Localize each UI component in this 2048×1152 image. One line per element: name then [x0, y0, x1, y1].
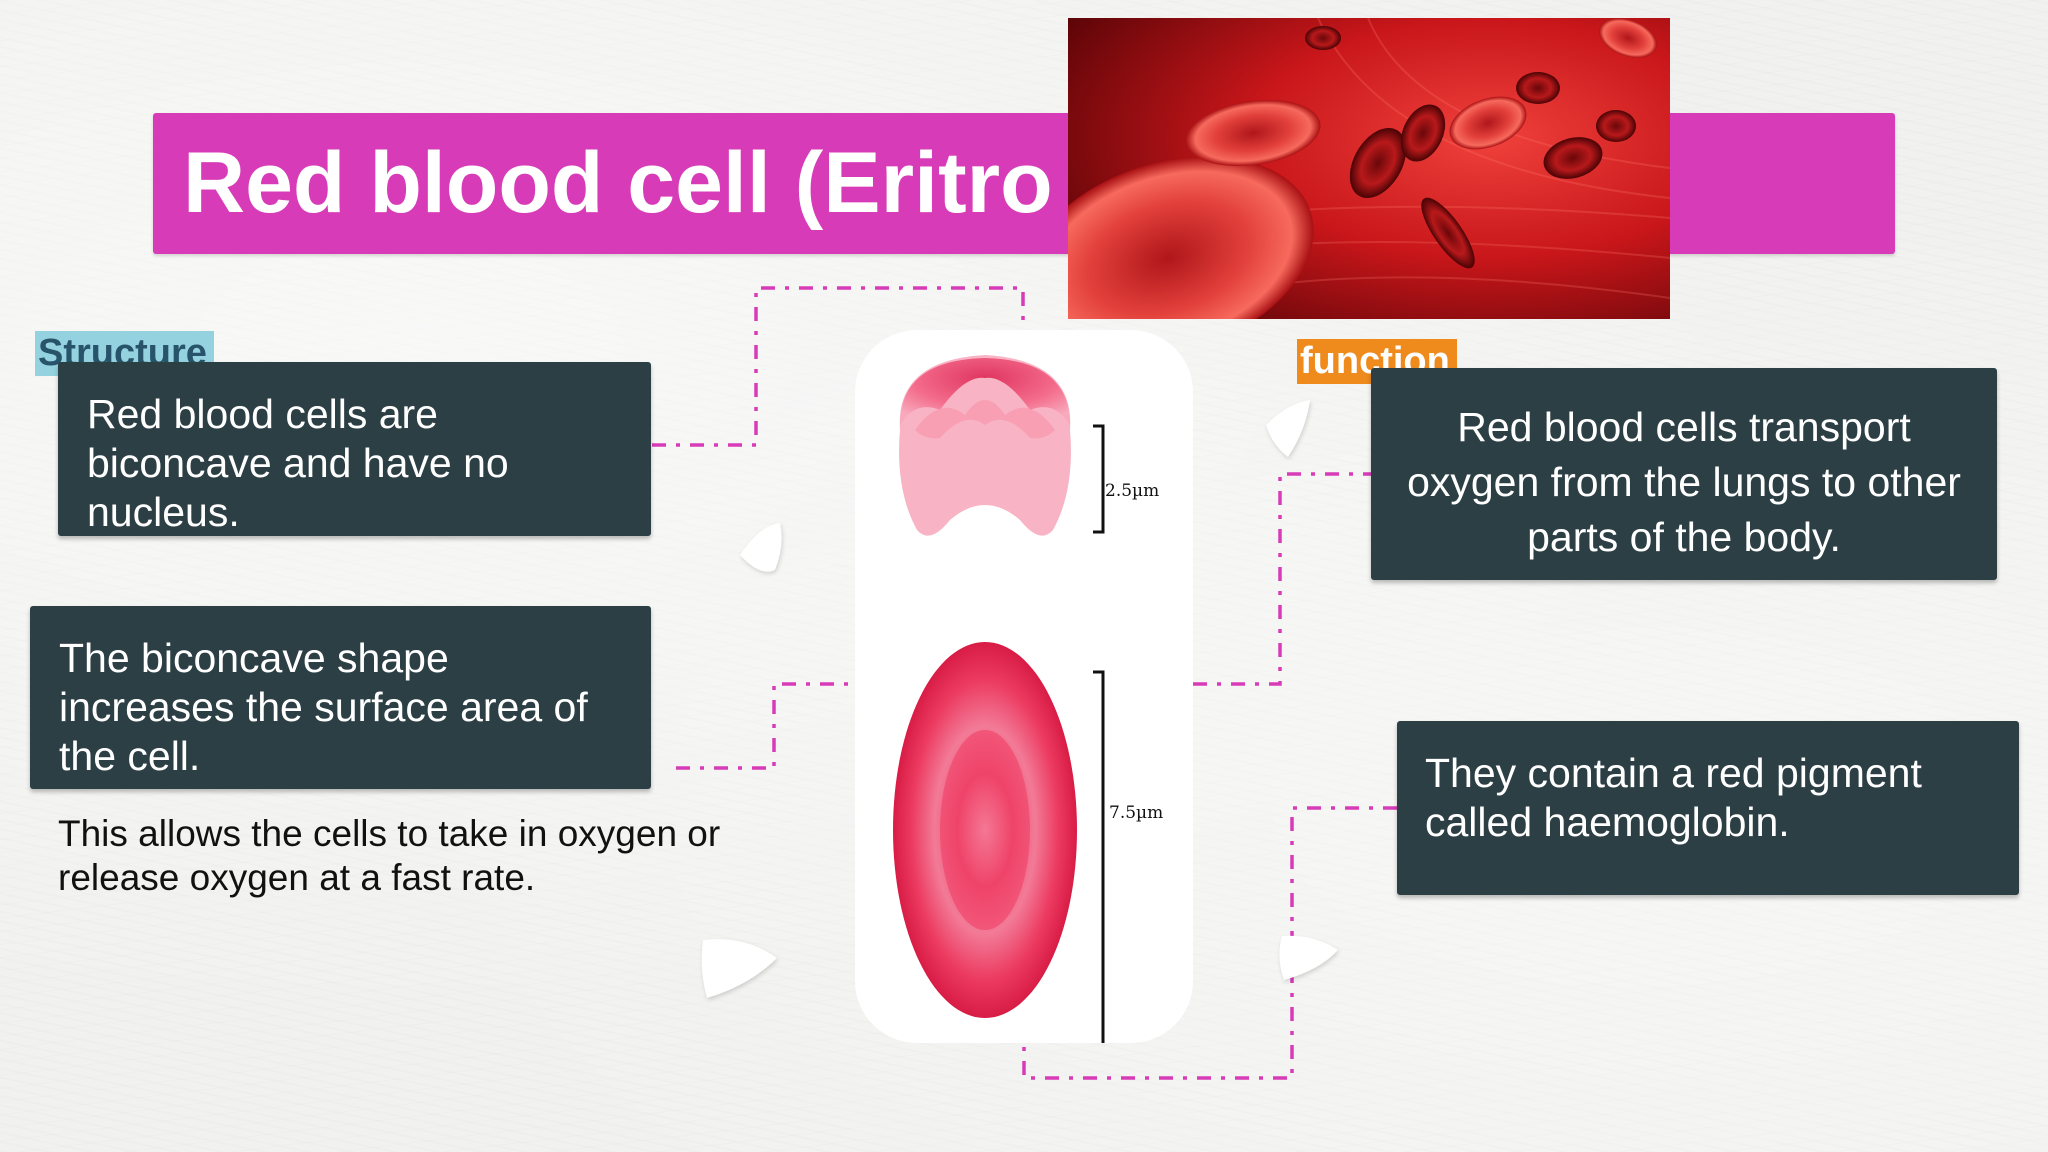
connector-function-2	[1022, 806, 1397, 1080]
rbc-diagram-panel: 2.5µm 7.5µm	[855, 330, 1193, 1043]
function-card-haemoglobin: They contain a red pigment called haemog…	[1397, 721, 2019, 895]
structure-card-biconcave: Red blood cells are biconcave and have n…	[58, 362, 651, 536]
rbc-top-view	[893, 642, 1077, 1018]
function-card-transport: Red blood cells transport oxygen from th…	[1371, 368, 1997, 580]
arrow-shape-1	[740, 523, 782, 572]
arrow-shape-2	[701, 939, 777, 998]
connector-structure-1	[652, 286, 1025, 447]
structure-note: This allows the cells to take in oxygen …	[58, 813, 721, 898]
scale-brackets	[1093, 424, 1105, 1043]
rbc-side-view	[899, 355, 1071, 536]
side-view-scale-label: 2.5µm	[1105, 481, 1159, 501]
connector-function-1	[1193, 472, 1371, 686]
rbc-diagram: 2.5µm 7.5µm	[893, 355, 1163, 1043]
top-view-scale-label: 7.5µm	[1109, 803, 1163, 823]
blood-vessel-photo	[1068, 18, 1670, 319]
arrow-shape-3	[1266, 400, 1310, 457]
connector-structure-2	[676, 682, 855, 770]
slide-title: Red blood cell (Eritro	[183, 135, 1053, 231]
structure-card-surface-area: The biconcave shape increases the surfac…	[30, 606, 651, 789]
arrow-shape-4	[1279, 935, 1338, 980]
